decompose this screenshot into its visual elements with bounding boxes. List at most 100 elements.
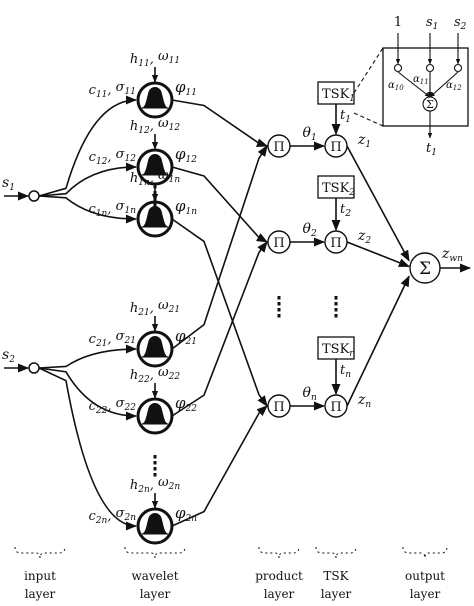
inset-alpha-2-main: α <box>413 74 420 85</box>
wavelet-1-output-label-sub: 11 <box>186 88 197 98</box>
tsk-z-label-2-sub: 2 <box>364 236 371 246</box>
wavelet-2-center-label-comma-0: , <box>107 150 115 165</box>
wavelet-4-center-label: c21, σ21 <box>89 329 136 349</box>
tsk-t-label-1-sub: 1 <box>345 115 351 125</box>
wavelet-3-output-label: φ1n <box>175 197 197 217</box>
tsk-z-label-2-main: z <box>357 228 366 244</box>
inset-alpha-2: α11 <box>413 74 429 86</box>
layer-ellipsis-2-3 <box>334 314 338 318</box>
wavelet-node-3 <box>136 200 174 238</box>
wavelet-5-output-label-main: φ <box>175 394 186 412</box>
inset-alpha-1: α10 <box>388 80 404 92</box>
edge-wavelet-5-product-2 <box>171 241 268 417</box>
inset-alpha-1-main: α <box>388 80 395 91</box>
layer-label-1-line2: layer <box>25 587 56 601</box>
theta-label-1-main: θ <box>303 125 312 141</box>
product-node-3 <box>267 394 291 418</box>
wavelet-2-output-label: φ12 <box>175 145 197 165</box>
layer-captions: inputlayerwaveletlayerproductlayerTSKlay… <box>14 546 448 601</box>
layer-ellipsis-1-0 <box>277 296 281 300</box>
layer-label-4-line2: layer <box>321 587 352 601</box>
layer-ellipsis-2-2 <box>334 308 338 312</box>
tsk-product-symbol-3: Π <box>330 400 341 415</box>
wavelet-3-scale-label-main-0: h <box>130 171 138 186</box>
wavelet-5-scale-label-sub-0: 22 <box>137 375 150 385</box>
wavelet-2-scale-label-main-0: h <box>130 119 138 134</box>
wavelet-5-output-label: φ22 <box>175 394 197 414</box>
inset-input-2-main: s <box>426 15 433 30</box>
wavelet-6-center-label: c2n, σ2n <box>89 506 137 526</box>
inset-alpha-2-sub: 11 <box>420 78 429 86</box>
wavelet-4-scale-label-main-0: h <box>130 301 138 316</box>
inset-weight-node-1 <box>393 63 403 73</box>
tsk-z-label-3-main: z <box>357 392 366 408</box>
wavelet-3-output-label-sub: 1n <box>186 207 198 217</box>
wavelet-6-center-label-main-0: c <box>89 509 97 524</box>
wavelet-2-output-label-main: φ <box>175 145 186 163</box>
wavelet-5-center-label-comma-0: , <box>107 399 115 414</box>
wavelet-6-output-label-main: φ <box>175 504 186 522</box>
input-node-2 <box>28 362 40 374</box>
product-node-2 <box>267 230 291 254</box>
theta-label-3-main: θ <box>303 385 312 401</box>
wavelet-node-2 <box>136 148 174 186</box>
inset-weight-edge-1 <box>397 71 431 98</box>
connection-lines <box>4 67 472 531</box>
wavelet-4-output-label-sub: 21 <box>185 337 197 347</box>
wavelet-2-center-label-main-1: σ <box>116 147 126 162</box>
wavelet-1-center-label-comma-0: , <box>107 83 115 98</box>
wavelet-2-scale-label-comma-0: , <box>150 119 158 134</box>
wavelet-6-scale-label-sub-0: 2n <box>137 485 150 495</box>
inset-input-2: s1 <box>426 15 438 32</box>
wavelet-6-scale-label-sub-1: 2n <box>168 482 181 492</box>
tsk-t-label-2: t2 <box>340 202 351 219</box>
edge-tsk-1-sum <box>346 145 410 262</box>
wavelet-5-scale-label: h22, ω22 <box>130 365 180 385</box>
edge-wavelet-1-product-1 <box>171 99 269 147</box>
wavelet-node-4 <box>136 330 174 368</box>
wavelet-5-output-label-sub: 22 <box>185 404 198 414</box>
inset-alpha-1-sub: 10 <box>395 84 404 92</box>
layer-brace-5 <box>402 546 448 559</box>
wavelet-3-scale-label: h1n, ω1n <box>130 168 181 188</box>
tsk-label-main-1: TSK <box>322 87 350 102</box>
layer-label-4-line1: TSK <box>323 569 349 583</box>
edge-wavelet-4-product-1 <box>171 145 268 350</box>
wavelet-3-scale-label-sub-1: 1n <box>169 175 181 185</box>
tsk-product-node-1 <box>324 134 348 158</box>
wavelet-1-center-label-sub-1: 11 <box>125 87 136 97</box>
wavelet-1-center-label-sub-0: 11 <box>96 90 107 100</box>
wavelet-6-center-label-sub-1: 2n <box>123 513 136 523</box>
wavelet-2-scale-label-sub-1: 12 <box>169 123 181 133</box>
wavelet-1-scale-label-comma-0: , <box>150 52 158 67</box>
edge-input1-wavelet-1 <box>38 95 138 197</box>
input-label-1: s1 <box>2 175 15 193</box>
wavelet-5-center-label-main-1: σ <box>116 396 126 411</box>
wavelet-icon-1 <box>141 87 169 109</box>
layer-label-2-line2: layer <box>140 587 171 601</box>
wavelet-4-scale-label-main-1: ω <box>158 298 169 313</box>
wavelet-5-scale-label-main-1: ω <box>158 365 169 380</box>
wavelet-2-output-label-sub: 12 <box>186 155 198 165</box>
edge-input2-wavelet-6 <box>38 367 138 531</box>
inset-alpha-3-main: α <box>446 80 453 91</box>
wavelet-5-scale-label-main-0: h <box>130 368 138 383</box>
inset-weight-edge-3 <box>429 71 459 98</box>
wavelet-3-center-label-comma-0: , <box>107 202 115 217</box>
theta-label-2-sub: 2 <box>310 229 317 239</box>
wavelet-icon-3 <box>141 206 169 228</box>
input-label-2-main: s <box>2 347 9 363</box>
tsk-t-label-1: t1 <box>340 108 351 125</box>
wavelet-1-scale-label: h11, ω11 <box>130 49 180 69</box>
tsk-label-main-2: TSK <box>322 181 350 196</box>
layer-ellipsis-1-2 <box>277 308 281 312</box>
inset-dash-top <box>353 47 384 94</box>
wavelet-ellipsis-2-0 <box>153 455 157 459</box>
inset-input-1: 1 <box>394 15 402 30</box>
wavelet-2-scale-label: h12, ω12 <box>130 116 180 136</box>
wavelet-icon-5 <box>141 403 169 425</box>
tsk-label-main-3: TSK <box>322 342 350 357</box>
